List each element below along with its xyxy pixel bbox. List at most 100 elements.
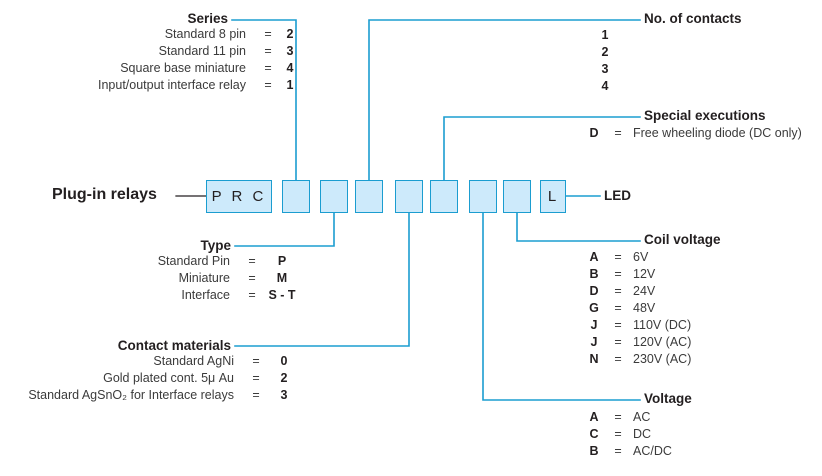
code-box-prc[interactable]: P R C [206,180,272,213]
code-box-coil-voltage[interactable] [503,180,531,213]
row-eq: = [252,354,260,368]
group-title-coil-voltage: Coil voltage [644,232,721,247]
row-value: 230V (AC) [633,352,692,366]
row-desc: Standard Pin [157,254,230,268]
list-item: 1 [585,28,625,45]
row-code: 3 [280,388,288,402]
list-item: Standard AgSnO₂ for Interface relays = 3 [28,388,297,405]
list-item: Standard 11 pin = 3 [98,44,297,61]
row-value: 110V (DC) [633,318,692,332]
list-item: 2 [585,45,625,62]
code-box-led[interactable]: L [540,180,566,213]
code-box-series[interactable] [282,180,310,213]
row-code: 4 [601,79,609,93]
group-rows-contact-materials: Standard AgNi = 0 Gold plated cont. 5μ A… [0,354,297,405]
list-item: A = 6V [585,250,691,267]
row-code: 3 [601,62,609,76]
row-eq: = [614,126,622,140]
list-item: N = 230V (AC) [585,352,691,369]
list-item: Square base miniature = 4 [98,61,297,78]
row-eq: = [614,352,622,366]
row-desc: Gold plated cont. 5μ Au [103,371,234,385]
list-item: 3 [585,62,625,79]
row-code: B [589,444,599,458]
group-title-contact-materials: Contact materials [117,338,231,353]
row-value: 24V [633,284,656,298]
row-eq: = [248,271,256,285]
row-code: A [589,410,599,424]
group-rows-series: Standard 8 pin = 2 Standard 11 pin = 3 S… [0,27,297,95]
row-value: 12V [633,267,656,281]
group-rows-special-executions: D = Free wheeling diode (DC only) [585,126,802,143]
row-eq: = [252,371,260,385]
row-desc: Standard AgSnO₂ for Interface relays [28,388,234,402]
page-title: Plug-in relays [52,186,157,203]
row-value: DC [633,427,652,441]
row-eq: = [248,254,256,268]
list-item: Standard 8 pin = 2 [98,27,297,44]
row-code: 1 [601,28,609,42]
row-code: 2 [601,45,609,59]
row-eq: = [264,61,272,75]
list-item: Miniature = M [158,271,297,288]
row-eq: = [614,444,622,458]
row-code: 1 [286,78,294,92]
list-item: J = 120V (AC) [585,335,692,352]
group-rows-type: Standard Pin = P Miniature = M Interface… [0,254,297,305]
code-box-voltage[interactable] [469,180,497,213]
row-code: 3 [286,44,294,58]
code-box-special-executions[interactable] [430,180,458,213]
row-desc: Interface [181,288,230,302]
row-value: AC [633,410,651,424]
list-item: D = Free wheeling diode (DC only) [585,126,802,143]
row-code: B [589,267,599,281]
group-title-no-of-contacts: No. of contacts [644,11,742,26]
leader-coil-voltage [516,212,641,242]
row-eq: = [614,267,622,281]
row-code: M [276,271,288,285]
row-desc: Input/output interface relay [97,78,246,92]
row-eq: = [614,318,622,332]
code-box-no-of-contacts[interactable] [355,180,383,213]
leader-type [234,212,335,247]
row-code: 4 [286,61,294,75]
group-title-type: Type [200,238,231,253]
group-title-voltage: Voltage [644,391,692,406]
row-desc: Standard 11 pin [158,44,246,58]
row-value: Free wheeling diode (DC only) [633,126,802,140]
group-rows-coil-voltage: A = 6V B = 12V D = 24V G = 48V J = [585,250,691,369]
row-code: S - T [268,288,296,302]
list-item: J = 110V (DC) [585,318,692,335]
row-code: J [590,318,598,332]
row-eq: = [264,27,272,41]
group-title-special-executions: Special executions [644,108,766,123]
list-item: Standard Pin = P [158,254,297,271]
row-value: 120V (AC) [633,335,692,349]
row-code: 2 [280,371,288,385]
row-code: D [589,284,599,298]
list-item: Interface = S - T [158,288,297,305]
code-box-contact-materials[interactable] [395,180,423,213]
row-code: N [589,352,599,366]
row-eq: = [614,250,622,264]
code-box-type[interactable] [320,180,348,213]
row-code: G [589,301,599,315]
row-eq: = [614,410,622,424]
list-item: A = AC [585,410,672,427]
list-item: D = 24V [585,284,691,301]
row-eq: = [252,388,260,402]
row-code: 2 [286,27,294,41]
row-eq: = [614,427,622,441]
row-code: C [589,427,599,441]
row-desc: Square base miniature [120,61,246,75]
row-eq: = [614,301,622,315]
row-desc: Standard 8 pin [164,27,246,41]
row-value: AC/DC [633,444,672,458]
list-item: 4 [585,79,625,96]
row-eq: = [614,284,622,298]
list-item: Gold plated cont. 5μ Au = 2 [28,371,297,388]
row-eq: = [614,335,622,349]
led-label: LED [604,188,631,203]
row-desc: Miniature [178,271,230,285]
